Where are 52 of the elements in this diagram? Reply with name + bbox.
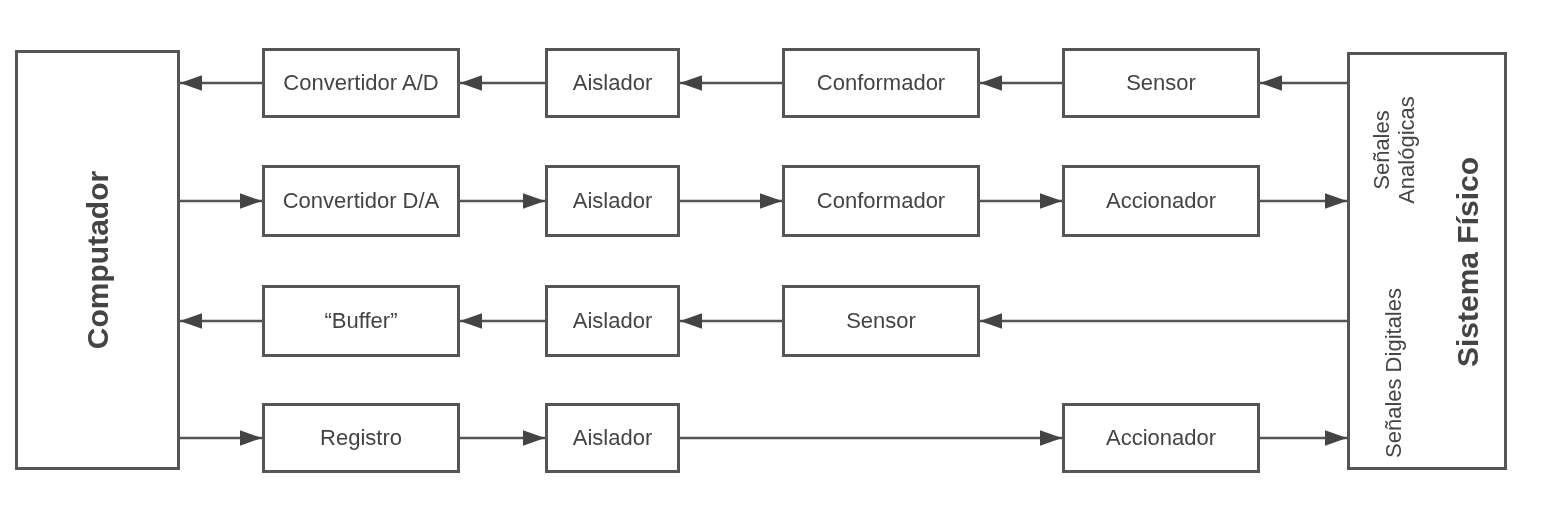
block-label: Sensor (845, 308, 917, 334)
system-box (15, 50, 180, 470)
process-box (1062, 165, 1260, 237)
signal-label: Señales Digitales (1380, 288, 1408, 458)
arrow (980, 75, 1062, 91)
process-box (262, 165, 460, 237)
arrow (680, 430, 1062, 446)
arrow (180, 430, 262, 446)
arrow (980, 313, 1347, 329)
arrow (1260, 430, 1347, 446)
process-box (262, 48, 460, 118)
block-label: Accionador (1104, 425, 1218, 451)
block-label: Aislador (571, 70, 654, 96)
arrow (180, 75, 262, 91)
arrow (1260, 75, 1347, 91)
signal-label: Señales Analógicas (1367, 95, 1420, 206)
block-label: Aislador (571, 308, 654, 334)
process-box (782, 48, 980, 118)
process-box (262, 403, 460, 473)
arrow (180, 193, 262, 209)
arrow (680, 193, 782, 209)
arrow (460, 430, 545, 446)
process-box (545, 48, 680, 118)
block-label: Convertidor D/A (281, 188, 441, 214)
arrow (460, 75, 545, 91)
arrow (1260, 193, 1347, 209)
arrow (180, 313, 262, 329)
block-label: Accionador (1104, 188, 1218, 214)
process-box (782, 285, 980, 357)
block-label: Convertidor A/D (282, 70, 440, 96)
block-label: Aislador (571, 425, 654, 451)
process-box (262, 285, 460, 357)
block-label: Registro (319, 425, 403, 451)
process-box (1062, 48, 1260, 118)
arrow (460, 193, 545, 209)
system-label: Sistema Físico (1449, 155, 1485, 370)
block-label: Conformador (815, 188, 947, 214)
process-box (1062, 403, 1260, 473)
process-box (545, 165, 680, 237)
block-label: “Buffer” (323, 308, 399, 334)
block-label: Sensor (1125, 70, 1197, 96)
system-box (1347, 52, 1507, 470)
process-box (782, 165, 980, 237)
arrow (460, 313, 545, 329)
process-box (545, 285, 680, 357)
arrow (680, 313, 782, 329)
block-label: Aislador (571, 188, 654, 214)
block-label: Conformador (815, 70, 947, 96)
arrow (980, 193, 1062, 209)
system-label: Computador (79, 169, 115, 352)
process-box (545, 403, 680, 473)
arrow (680, 75, 782, 91)
